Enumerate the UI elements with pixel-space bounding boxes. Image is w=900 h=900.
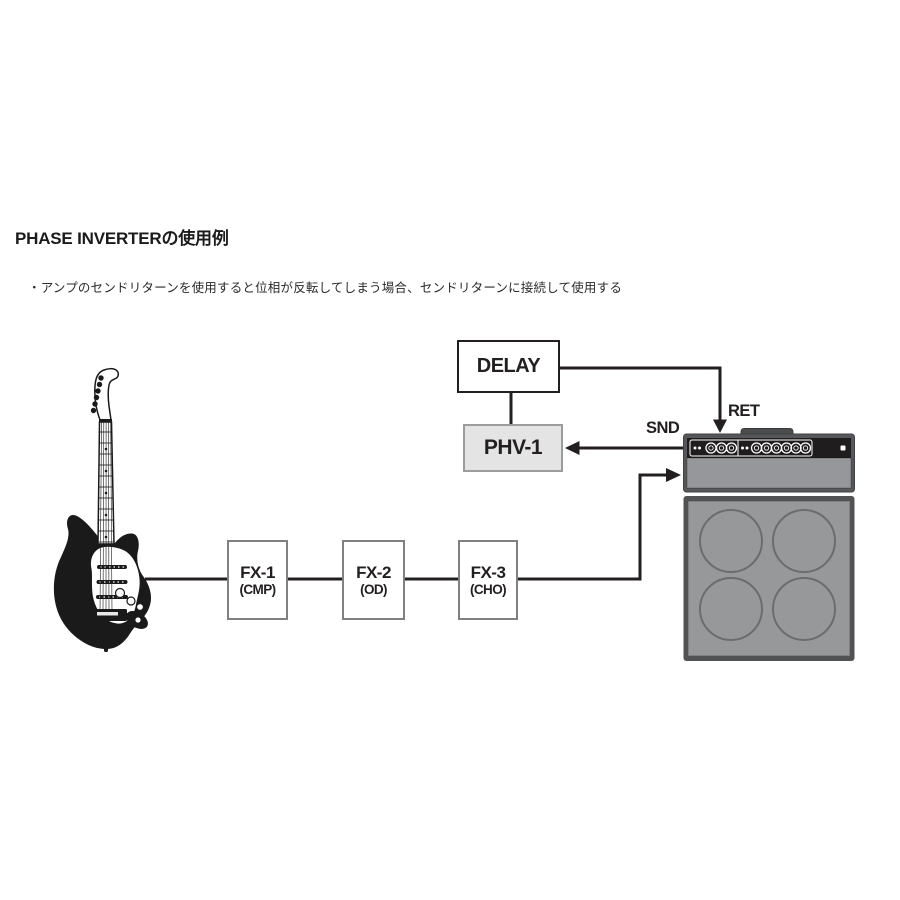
arrow-into-phv1	[565, 441, 580, 455]
amp-stack-icon	[683, 428, 855, 661]
fx1-sublabel: (CMP)	[239, 581, 277, 597]
delay-box: DELAY	[457, 340, 560, 393]
page-title: PHASE INVERTERの使用例	[15, 229, 229, 248]
fx3-label: FX-3	[470, 562, 506, 582]
guitar-control-knobs	[114, 587, 145, 612]
phv1-label: PHV-1	[483, 436, 543, 459]
fx2-label: FX-2	[356, 562, 391, 582]
amp-head-grille	[686, 457, 852, 489]
amp-pilot-light	[840, 445, 846, 451]
fx2-sublabel: (OD)	[360, 581, 387, 597]
speakers	[699, 509, 836, 641]
amp-knob-panel	[689, 439, 846, 457]
fx1-label: FX-1	[240, 562, 275, 582]
electric-guitar-icon	[53, 367, 152, 652]
guitar-bridge	[94, 609, 127, 621]
usage-note: ・アンプのセンドリターンを使用すると位相が反転してしまう場合、センドリターンに接…	[28, 281, 623, 295]
fx3-box: FX-3 (CHO)	[458, 540, 518, 620]
guitar-jack-plate	[126, 611, 148, 629]
wire-fx3-to-amp-input	[518, 473, 666, 581]
phv1-box: PHV-1	[463, 424, 563, 472]
guitar-strings	[99, 421, 113, 613]
guitar-nut	[99, 419, 112, 422]
guitar-strap-button	[104, 646, 108, 652]
wire-delay-to-return	[560, 366, 722, 420]
guitar-headstock	[94, 367, 120, 421]
return-jack-label: RET	[728, 402, 760, 420]
arrow-amp-input	[666, 468, 681, 482]
guitar-tuners	[90, 375, 104, 414]
speaker-cabinet-grille	[688, 501, 850, 656]
delay-label: DELAY	[476, 355, 541, 377]
fx1-box: FX-1 (CMP)	[227, 540, 288, 620]
fx2-box: FX-2 (OD)	[342, 540, 405, 620]
fx3-sublabel: (CHO)	[470, 581, 507, 597]
send-jack-label: SND	[646, 419, 680, 437]
